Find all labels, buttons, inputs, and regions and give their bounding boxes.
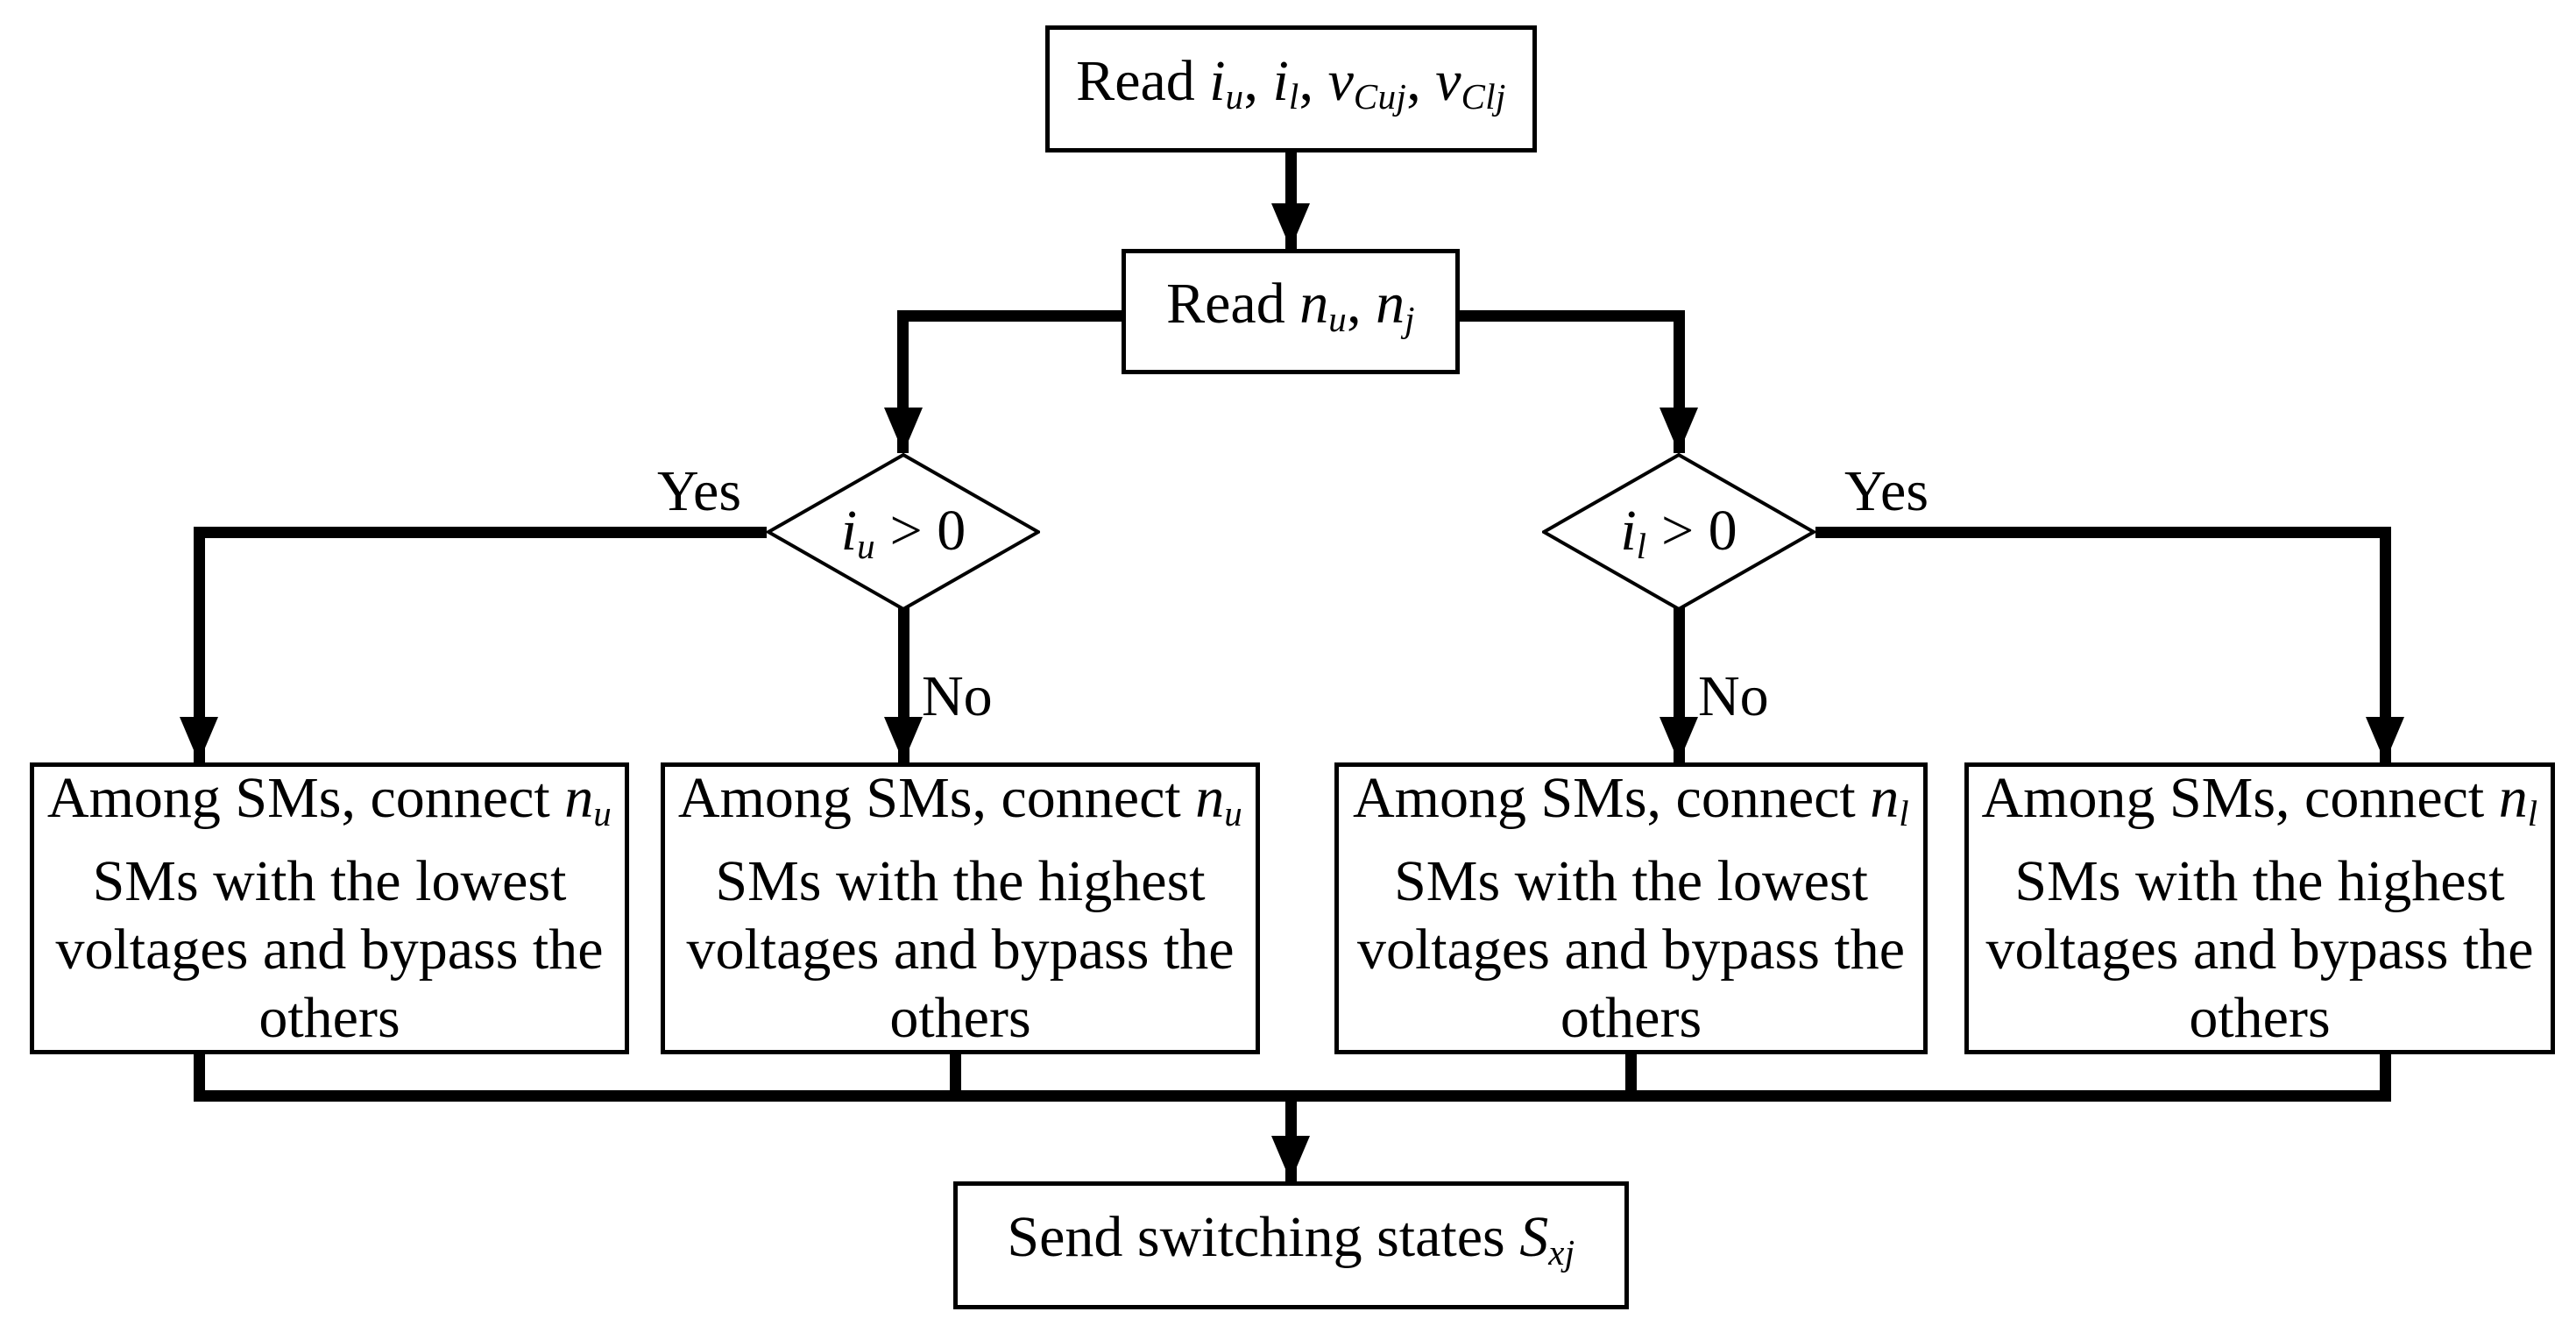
text-line: Among SMs, connect nu (46, 765, 612, 833)
connector-box2-to-bus (950, 1051, 961, 1102)
arrowhead-into-decision-il-icon (1660, 408, 1698, 453)
text-line: voltages and bypass the (686, 918, 1235, 982)
text-line: others (2189, 986, 2331, 1051)
text-line: SMs with the highest (2014, 849, 2505, 914)
connector-box4-to-bus (2380, 1051, 2391, 1102)
arrowhead-into-send-icon (1271, 1136, 1310, 1181)
node-action-lower-lowest: Among SMs, connect nl SMs with the lowest… (1334, 762, 1928, 1054)
text-line: others (258, 986, 400, 1051)
edge-label-yes-right: Yes (1844, 459, 1929, 523)
node-send-states: Send switching states Sxj (953, 1181, 1629, 1309)
node-read-n: Read nu, nj (1122, 249, 1460, 374)
diamond-shape-icon (1542, 453, 1815, 611)
text-line: SMs with the lowest (92, 849, 567, 914)
text-line: others (1560, 986, 1702, 1051)
arrowhead-into-decision-iu-icon (884, 408, 923, 453)
decision-il-text: il > 0 (1542, 453, 1815, 611)
text-line: Among SMs, connect nl (1352, 765, 1910, 833)
text-line: Read nu, nj (1166, 271, 1415, 339)
connector-readn-left (897, 310, 1126, 322)
arrowhead-into-box4-icon (2366, 717, 2404, 762)
arrowhead-into-readn-icon (1271, 203, 1310, 249)
arrowhead-into-box1-icon (180, 717, 218, 762)
text-line: Send switching states Sxj (1007, 1205, 1575, 1273)
text-line: Among SMs, connect nu (677, 765, 1243, 833)
connector-yes-right-horizontal (1815, 527, 2391, 538)
node-decision-iu: iu > 0 (767, 453, 1040, 611)
decision-iu-text: iu > 0 (767, 453, 1040, 611)
connector-yes-right-down (2380, 527, 2391, 762)
node-action-upper-highest: Among SMs, connect nu SMs with the highes… (661, 762, 1260, 1054)
connector-yes-left-down (194, 527, 205, 762)
text-line: Read iu, il, vCuj, vClj (1076, 48, 1506, 117)
edge-label-no-right: No (1698, 664, 1769, 728)
node-read-inputs: Read iu, il, vCuj, vClj (1045, 25, 1537, 152)
edge-label-yes-left: Yes (657, 459, 742, 523)
arrowhead-into-box3-icon (1660, 717, 1698, 762)
text-line: voltages and bypass the (1985, 918, 2534, 982)
edge-label-no-left: No (922, 664, 993, 728)
node-action-lower-highest: Among SMs, connect nl SMs with the highes… (1964, 762, 2555, 1054)
connector-box3-to-bus (1625, 1051, 1637, 1102)
text-line: voltages and bypass the (1356, 918, 1906, 982)
diamond-shape-icon (767, 453, 1040, 611)
text-line: voltages and bypass the (55, 918, 604, 982)
text-line: Among SMs, connect nl (1981, 765, 2538, 833)
node-decision-il: il > 0 (1542, 453, 1815, 611)
text-line: il > 0 (1620, 498, 1737, 566)
connector-readn-right (1454, 310, 1684, 322)
text-line: others (889, 986, 1031, 1051)
arrowhead-into-box2-icon (884, 717, 923, 762)
connector-box1-to-bus (194, 1051, 205, 1102)
connector-yes-left-horizontal (194, 527, 767, 538)
text-line: iu > 0 (840, 498, 966, 566)
text-line: SMs with the highest (715, 849, 1206, 914)
text-line: SMs with the lowest (1394, 849, 1868, 914)
node-action-upper-lowest: Among SMs, connect nu SMs with the lowest… (30, 762, 629, 1054)
